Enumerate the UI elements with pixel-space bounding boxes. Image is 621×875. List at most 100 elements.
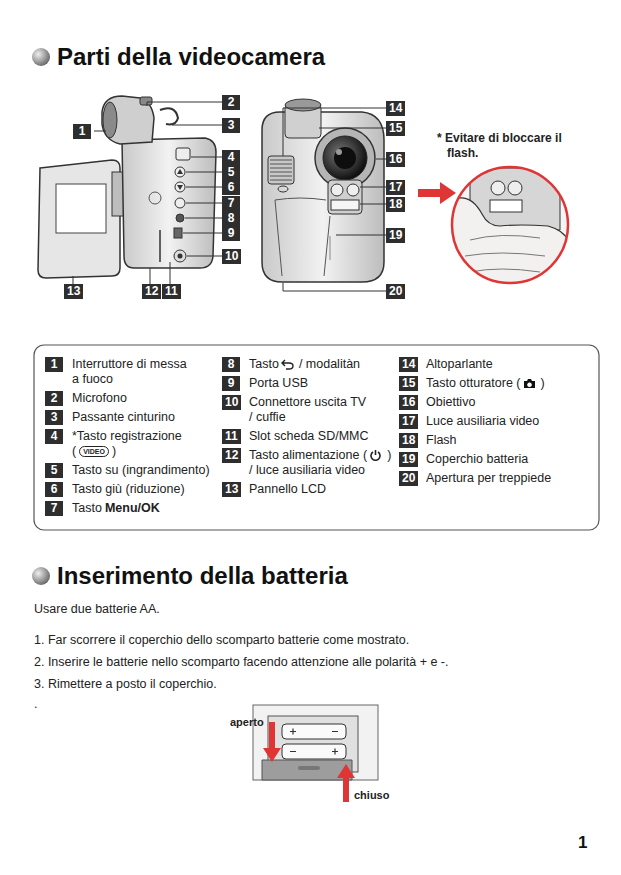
callout-number: 11 <box>162 284 181 299</box>
legend-number: 9 <box>222 376 240 391</box>
legend-item: 6Tasto giù (riduzione) <box>45 482 215 497</box>
legend-number: 17 <box>399 414 418 429</box>
legend-number: 4 <box>45 429 63 444</box>
legend-number: 19 <box>399 452 418 467</box>
part-description: Tasto su (ingrandimento) <box>72 463 215 478</box>
part-text: Tasto <box>72 501 102 515</box>
callout-number: 6 <box>222 180 240 195</box>
part-text: Pannello LCD <box>249 482 326 496</box>
part-text: / luce ausiliaria video <box>249 463 365 477</box>
part-description: Porta USB <box>249 376 394 391</box>
callout-number: 18 <box>386 197 405 212</box>
legend-item: 20Apertura per treppiede <box>399 471 589 486</box>
callout-number: 2 <box>222 95 240 110</box>
callout-number: 14 <box>386 101 405 116</box>
body-text: . <box>34 697 37 712</box>
part-description: Microfono <box>72 391 215 406</box>
legend-number: 10 <box>222 395 241 410</box>
legend-item: 13Pannello LCD <box>222 482 394 497</box>
step-text: 1. Far scorrere il coperchio dello scomp… <box>34 633 409 648</box>
legend-panel <box>34 345 599 530</box>
legend-number: 7 <box>45 501 63 516</box>
callout-number: 13 <box>64 284 83 299</box>
part-text: ) <box>387 448 391 462</box>
part-text: Luce ausiliaria video <box>426 414 539 428</box>
legend-number: 12 <box>222 448 241 463</box>
part-text: Obiettivo <box>426 395 475 409</box>
legend-item: 4 *Tasto registrazione(VIDEO) <box>45 429 215 459</box>
section-heading: Inserimento della batteria <box>57 562 348 590</box>
part-text: / modalitàn <box>299 357 360 371</box>
legend-number: 14 <box>399 357 418 372</box>
legend-number: 18 <box>399 433 418 448</box>
legend-number: 3 <box>45 410 63 425</box>
callout-number: 16 <box>386 152 405 167</box>
callout-number: 17 <box>386 180 405 195</box>
flash-warning-zoom <box>418 165 570 290</box>
part-text: ) <box>541 376 545 390</box>
part-text: Interruttore di messa a fuoco <box>72 357 187 386</box>
heading-bullet <box>32 48 50 66</box>
legend-item: 8Tasto/ modalitàn <box>222 357 394 372</box>
legend-item: 19 Coperchio batteria <box>399 452 589 467</box>
callout-number: 12 <box>142 284 161 299</box>
part-text: Connettore uscita TV / cuffie <box>249 395 366 424</box>
part-text: ( <box>72 444 76 458</box>
callout-number: 9 <box>222 226 240 241</box>
legend-item: 18 Flash <box>399 433 589 448</box>
part-description: Flash <box>426 433 589 448</box>
callout-number: 5 <box>222 165 240 180</box>
part-description: Interruttore di messa a fuoco <box>72 357 194 387</box>
legend-number: 15 <box>399 376 418 391</box>
legend-item: 7 TastoMenu/OK <box>45 501 215 516</box>
part-text: Tasto otturatore ( <box>426 376 521 390</box>
page-number: 1 <box>578 833 587 853</box>
part-description: Slot scheda SD/MMC <box>249 429 394 444</box>
leader-lines <box>73 102 222 284</box>
legend-number: 5 <box>45 463 63 478</box>
legend-item: 15 Tasto otturatore () <box>399 376 589 391</box>
legend-item: 14 Altoparlante <box>399 357 589 372</box>
part-text: Altoparlante <box>426 357 493 371</box>
legend-number: 11 <box>222 429 241 444</box>
part-description: Tasto / modalitàn <box>249 357 394 372</box>
page-heading: Parti della videocamera <box>57 43 325 71</box>
legend-number: 1 <box>45 357 63 372</box>
camera-icon <box>523 377 536 389</box>
legend-item: 11 Slot scheda SD/MMC <box>222 429 394 444</box>
part-text: Slot scheda SD/MMC <box>249 429 368 443</box>
callout-number: 20 <box>386 284 405 299</box>
callout-number: 10 <box>222 249 241 264</box>
part-text: Tasto <box>249 357 279 371</box>
part-text: *Tasto registrazione <box>72 429 182 443</box>
legend-item: 9 Porta USB <box>222 376 394 391</box>
video-icon-text: VIDEO <box>79 446 109 457</box>
step-text: 2. Inserire le batterie nello scomparto … <box>34 655 448 670</box>
part-text: Tasto su (ingrandimento) <box>72 463 210 477</box>
part-description: Apertura per treppiede <box>426 471 589 486</box>
callout-number: 15 <box>386 121 405 136</box>
return-icon <box>281 358 294 370</box>
legend-item: 10 Connettore uscita TV / cuffie <box>222 395 394 425</box>
part-text: Coperchio batteria <box>426 452 528 466</box>
arrow-label: chiuso <box>354 789 389 801</box>
part-description: Tasto giù (riduzione) <box>72 482 215 497</box>
part-description: *Tasto registrazione(VIDEO) <box>72 429 215 459</box>
part-text: Microfono <box>72 391 127 405</box>
legend-item: 12Tasto alimentazione ()/ luce ausiliari… <box>222 448 394 478</box>
callout-number: 8 <box>222 211 240 226</box>
part-description: Tasto otturatore () <box>426 376 589 391</box>
body-text: Usare due batterie AA. <box>34 602 160 617</box>
legend-number: 16 <box>399 395 418 410</box>
note: * Evitare di bloccare il flash. <box>437 131 587 161</box>
callout-number: 1 <box>73 124 91 139</box>
part-text: Tasto giù (riduzione) <box>72 482 185 496</box>
legend-item: 17 Luce ausiliaria video <box>399 414 589 429</box>
heading-bullet <box>32 567 50 585</box>
part-text: Menu/OK <box>105 501 160 515</box>
part-description: TastoMenu/OK <box>72 501 215 516</box>
arrow-label: aperto <box>230 716 264 728</box>
part-text: Apertura per treppiede <box>426 471 551 485</box>
callout-number: 19 <box>386 228 405 243</box>
part-text: Passante cinturino <box>72 410 175 424</box>
